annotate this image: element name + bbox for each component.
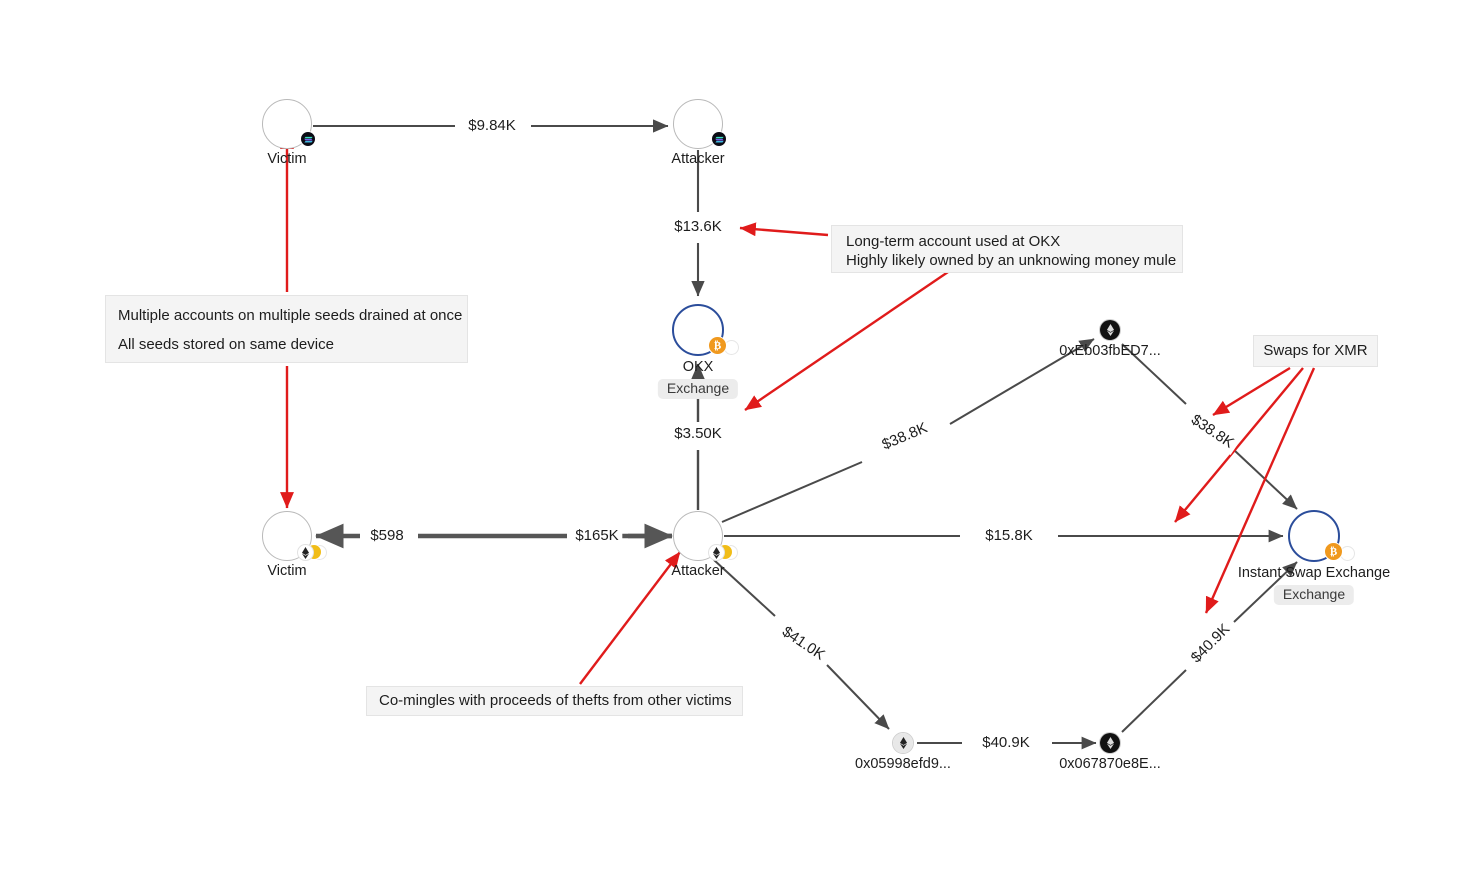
annotation-seeds: Multiple accounts on multiple seeds drai… [105,295,468,363]
annotation-comingle: Co-mingles with proceeds of thefts from … [366,686,743,716]
annotation-okx-line-2: Highly likely owned by an unknowing mone… [846,252,1177,269]
annotation-swaps-for-xmr: Swaps for XMR [1253,335,1378,367]
solana-badge-icon [300,131,316,147]
annotation-arrow-xmr-3 [1204,367,1316,614]
edge-label-165k: $165K [571,527,623,545]
node-attacker-eth-circle [673,511,723,561]
bitcoin-badge-icon: ₿ [1324,542,1343,561]
solana-glyph-icon [714,136,724,142]
ethereum-glyph-icon [712,546,721,559]
node-attacker-eth[interactable]: Attacker [671,511,738,579]
node-instant-swap-circle [1288,510,1340,562]
ethereum-glyph-icon [899,737,907,749]
node-okx-tag: Exchange [657,379,739,399]
annotation-arrow-comingle [579,551,681,685]
edge-label-13600: $13.6K [670,218,726,236]
ethereum-light-badge-icon [893,733,913,753]
edge-label-15800: $15.8K [981,527,1037,545]
annotation-arrow-okx-edge [739,222,829,237]
solana-badge-icon [711,131,727,147]
node-instant-swap-label: Instant Swap Exchange Exchange [1238,565,1390,605]
ethereum-badge-icon [708,544,725,561]
node-instant-swap[interactable]: ₿ Instant Swap Exchange Exchange [1238,510,1390,605]
annotation-seeds-line-2: All seeds stored on same device [118,336,334,353]
ethereum-dark-badge-icon [1100,320,1120,340]
node-okx[interactable]: ₿ OKX Exchange [657,304,739,399]
solana-glyph-icon [303,136,313,142]
node-victim-eth[interactable]: Victim [262,511,327,579]
ethereum-dark-badge-icon [1100,733,1120,753]
annotation-arrow-xmr-2 [1174,367,1304,523]
node-attacker-sol[interactable]: Attacker [671,99,727,167]
edge-label-9840: $9.84K [464,117,520,135]
ethereum-badge-icon [297,544,314,561]
edge-label-3500: $3.50K [670,425,726,443]
ethereum-glyph-icon [1106,737,1114,749]
node-victim-sol-circle [262,99,312,149]
annotation-okx-line-1: Long-term account used at OKX [846,233,1061,250]
node-addr-eb03-label: 0xEb03fbED7... [1059,343,1161,359]
bitcoin-badge-icon: ₿ [708,336,727,355]
node-addr-06787-label: 0x067870e8E... [1059,756,1161,772]
node-attacker-sol-label: Attacker [671,151,725,167]
annotation-seeds-line-1: Multiple accounts on multiple seeds drai… [118,307,463,324]
edge-attacker-eth-to-05998 [713,559,890,730]
node-instant-swap-name: Instant Swap Exchange [1237,565,1391,581]
annotation-arrow-okx-tag [744,271,949,411]
node-okx-circle [672,304,724,356]
node-okx-name: OKX [682,359,714,375]
ethereum-glyph-icon [1106,324,1114,336]
node-instant-swap-tag: Exchange [1273,585,1355,605]
edge-attacker-eth-to-eb03 [721,338,1095,523]
node-addr-06787[interactable]: 0x067870e8E... [1059,732,1161,772]
edge-label-40900-a: $40.9K [978,734,1034,752]
node-victim-sol-label: Victim [267,151,307,167]
edge-label-598: $598 [366,527,408,545]
node-addr-05998-label: 0x05998efd9... [855,756,951,772]
node-okx-label: OKX Exchange [657,359,739,399]
node-addr-05998[interactable]: 0x05998efd9... [855,732,951,772]
ethereum-glyph-icon [301,546,310,559]
node-addr-eb03[interactable]: 0xEb03fbED7... [1059,319,1161,359]
annotation-xmr-line-1: Swaps for XMR [1263,342,1368,359]
edge-06787-to-instant-swap [1121,561,1298,733]
annotation-okx: Long-term account used at OKX Highly lik… [831,225,1183,273]
annotation-arrow-xmr-1 [1212,366,1291,417]
node-victim-sol[interactable]: Victim [262,99,316,167]
annotation-comingle-line-1: Co-mingles with proceeds of thefts from … [379,692,732,709]
node-attacker-eth-label: Attacker [671,563,725,579]
node-victim-eth-label: Victim [267,563,307,579]
